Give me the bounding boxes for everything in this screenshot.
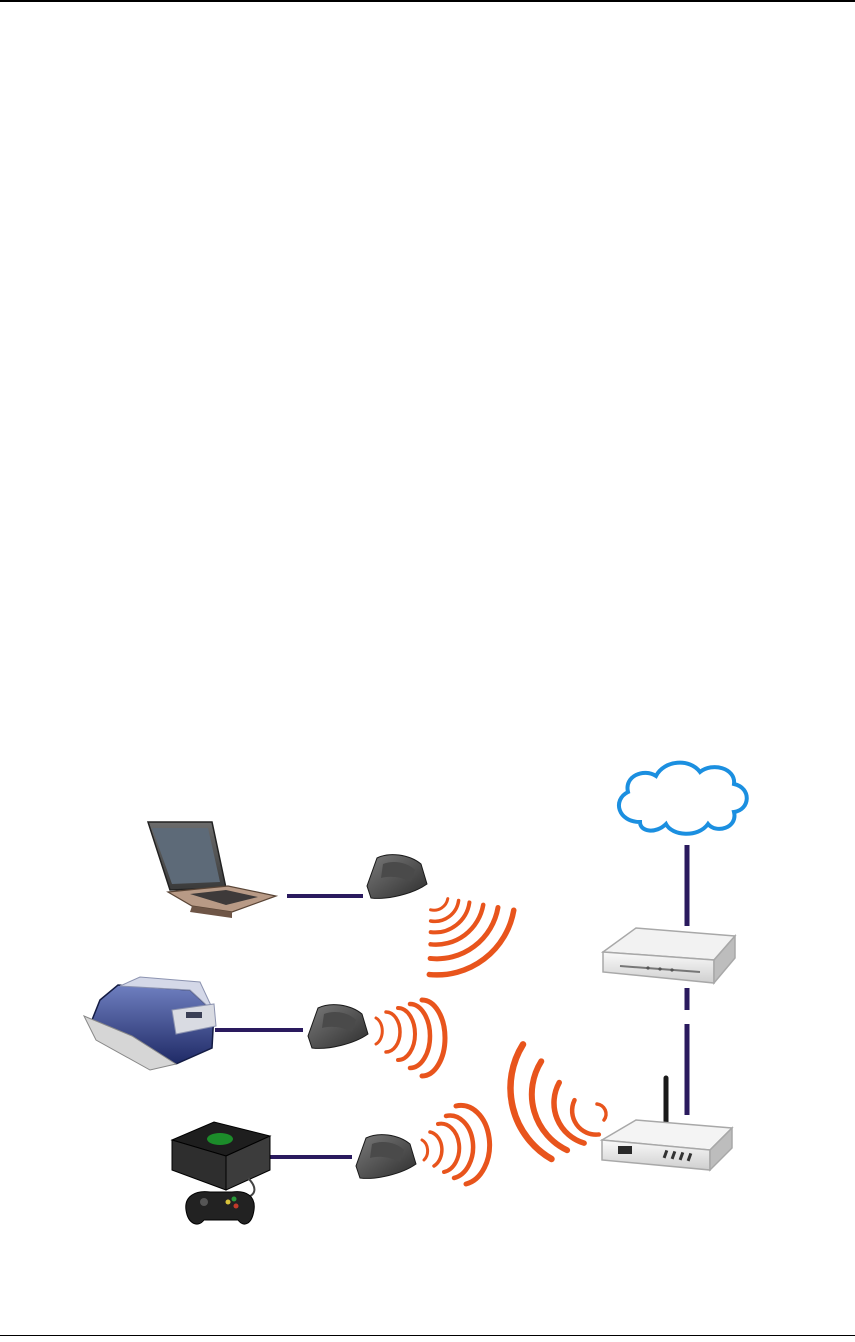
game-console-icon (172, 1122, 270, 1224)
modem-icon (603, 928, 735, 983)
wireless-bridge-icon (308, 1005, 368, 1049)
laptop-icon (148, 822, 276, 918)
cloud-icon (619, 763, 747, 834)
wireless-bridge-icon (367, 855, 427, 899)
signal-waves-router (500, 1044, 606, 1165)
signal-waves-console (422, 1105, 490, 1184)
printer-icon (84, 977, 216, 1070)
wireless-router-icon (602, 1078, 732, 1170)
wired-links (215, 845, 687, 1157)
signal-waves-laptop (429, 896, 513, 987)
wireless-bridge-icon (356, 1135, 416, 1179)
signal-waves-printer (376, 1000, 445, 1076)
